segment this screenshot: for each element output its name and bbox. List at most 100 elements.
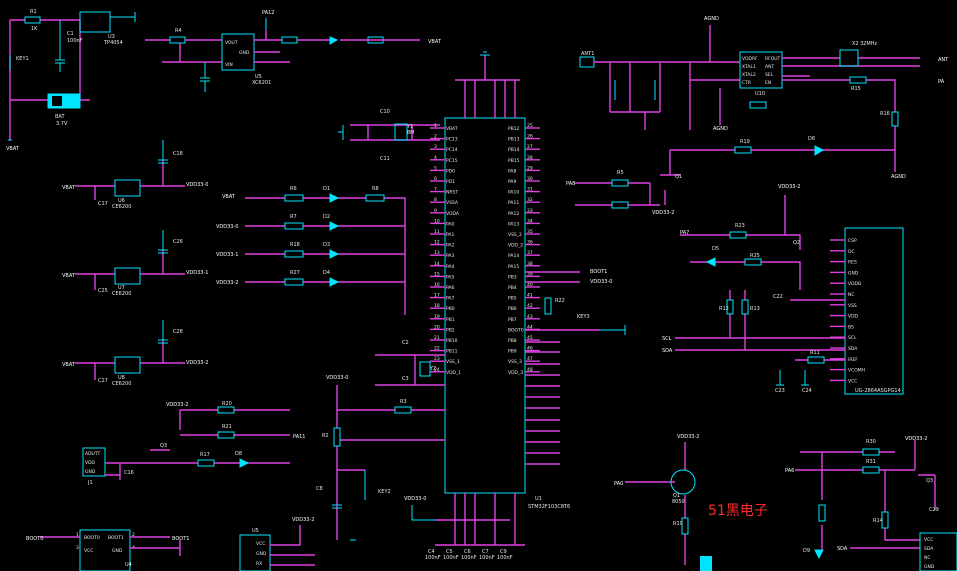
rf-pr1: ANT [765, 64, 774, 70]
oled-pin-name: CSP [848, 238, 857, 244]
reset-boot-block: C2 C3 Y2 VDD33-0 R2 C8 KEY2 R3 [316, 340, 445, 541]
dc1: C5 [446, 549, 453, 555]
mcu-left-pin-num: 6 [434, 176, 437, 182]
mcu-left-pin-num: 5 [434, 165, 437, 171]
mcu-left-pin-name: PA4 [446, 264, 455, 270]
mcu-right-pin-name: PA10 [508, 190, 519, 196]
usb-p0: ADUTT [85, 451, 101, 457]
mcu-right-pin-num: 26 [527, 134, 533, 140]
mcu-right-pin-num: 37 [527, 250, 533, 256]
mcu-right-pin-name: PA8 [508, 168, 517, 174]
net-pa6: PA6 [785, 468, 794, 474]
dc3v: 100nF [479, 555, 495, 561]
mcu-left-pin-num: 3 [434, 144, 437, 150]
reg1-cout: C26 [173, 239, 183, 245]
r1-val: 1K [31, 26, 38, 32]
mcu-left-pin-num: 1 [434, 123, 437, 129]
net-pa: PA [938, 79, 945, 85]
mcu-right-nets: BOOT1 VDD33-0 R22 KEY3 [525, 269, 626, 465]
led3-net: VDD33-2 [216, 280, 238, 286]
mcu-body [444, 117, 526, 494]
mcu-left-pin-name: PD0 [446, 168, 455, 174]
reg0-vbat: VBAT [62, 185, 76, 191]
mcu-right-pin-name: PA11 [508, 200, 519, 206]
mcu-right-pin-num: 38 [527, 261, 533, 267]
bh-p1: BOOT1 [108, 535, 124, 541]
mcu-left-pin-name: PB11 [446, 349, 458, 355]
bh-n1: 2 [132, 532, 135, 538]
dc2v: 100nF [461, 555, 477, 561]
reg2-cout: C28 [173, 329, 183, 335]
mcu-part: STM32F103C8T6 [528, 504, 570, 510]
mcu-left-pin-num: 16 [434, 282, 440, 288]
mcu-right-pin-name: PB3 [508, 274, 517, 280]
mcu-right-pin-num: 36 [527, 240, 533, 246]
net-agnd-mid: AGND [713, 126, 728, 132]
mcu-left-pin-name: NRST [446, 190, 458, 196]
mcu-vdd33: VDD33-0 [404, 496, 426, 502]
mcu-left-pin-name: VDDA [446, 211, 460, 217]
usb-r2: R21 [222, 424, 232, 430]
mcu-left-pin-name: PA2 [446, 243, 455, 249]
mcu-right-pin-num: 33 [527, 208, 533, 214]
led0-d: D1 [323, 186, 330, 192]
mcu-right-pin-num: 32 [527, 197, 533, 203]
mcu-right-pin-num: 42 [527, 303, 533, 309]
mcu-right-pin-name: PB14 [508, 147, 520, 153]
ldo-block: R4 VOUT GND VIN U5 XC6201 PA12 VBAT [145, 10, 442, 92]
dc2: C6 [464, 549, 471, 555]
rf-pr0: RFOUT [765, 56, 781, 62]
bh-ref: U4 [125, 562, 132, 568]
mcu-right-pin-num: 30 [527, 176, 533, 182]
sensor-c: C29 [929, 507, 939, 513]
mcu-left-pin-num: 17 [434, 293, 440, 299]
usb-r3: R17 [200, 452, 210, 458]
mcu-right-pin-name: PB4 [508, 285, 517, 291]
oled-pin-name: VDDB [848, 281, 861, 287]
buzzer-net: PA0 [614, 481, 623, 487]
mcu-right-pin-num: 35 [527, 229, 533, 235]
crystal-c2: C11 [380, 156, 390, 162]
mcu-left-pin-num: 9 [434, 208, 437, 214]
net-boot1: BOOT1 [590, 269, 607, 275]
mcu-left-pin-name: PC15 [446, 158, 458, 164]
mcu-left-pin-num: 2 [434, 134, 437, 140]
uart-vdd: VDD33-2 [292, 517, 314, 523]
usb-p2: GND [85, 469, 96, 475]
uart-p0: VCC [256, 541, 265, 547]
uart-p2: RX [256, 561, 262, 567]
charger-part: TP4054 [103, 40, 123, 46]
rf-d: D6 [808, 136, 815, 142]
oled-pin-name: VSS [848, 303, 857, 309]
mcu-left-pin-num: 18 [434, 303, 440, 309]
sensor-r: R14 [873, 518, 883, 524]
sensor-block: R30 R31 R14 PA6 VDD33-2 Q3 C29 D9 SDA VC… [785, 436, 957, 571]
buzzer-r: R10 [673, 521, 683, 527]
mcu-left-pin-name: PA1 [446, 232, 455, 238]
boot-header: BOOT0 BOOT1 VCC GND 1 2 3 4 BOOT0 BOOT1 … [26, 517, 315, 571]
mcu-right-pin-num: 25 [527, 123, 533, 129]
mcu-left-pin-name: PC14 [446, 147, 458, 153]
led1-net: VDD33-0 [216, 224, 238, 230]
oled-pin-name: DC [848, 249, 855, 255]
bh-net-l: BOOT0 [26, 536, 43, 542]
sensor-r2: R30 [866, 439, 876, 445]
r1-ref: R1 [30, 9, 37, 15]
net-ant-r: ANT [938, 57, 949, 63]
buzzer-qv: 8050 [672, 499, 685, 505]
led0-net: VBAT [222, 194, 236, 200]
key1-label: KEY1 [16, 56, 29, 62]
ldo-pin-1: GND [239, 50, 250, 56]
oled-c3: C24 [802, 388, 812, 394]
rf-block: ANT1 VDDRF XTAL1 XTAL2 CTR RFOUT ANT SEL… [566, 16, 949, 216]
reg1-part: CE6200 [112, 291, 131, 297]
mcu-right-pin-name: VSS_2 [508, 232, 522, 238]
mcu-right-pin-name: PB13 [508, 137, 520, 143]
mcu-left-pin-name: PB1 [446, 317, 455, 323]
mcu-left-pin-name: PB10 [446, 338, 458, 344]
regulator-block-0: VBAT VDD33-0 U6 CE6200 C18 C17 [62, 140, 208, 210]
dc4: C9 [500, 549, 507, 555]
oled-pin-name: NC [848, 292, 855, 298]
oled-pin-name: IREF [848, 357, 858, 363]
